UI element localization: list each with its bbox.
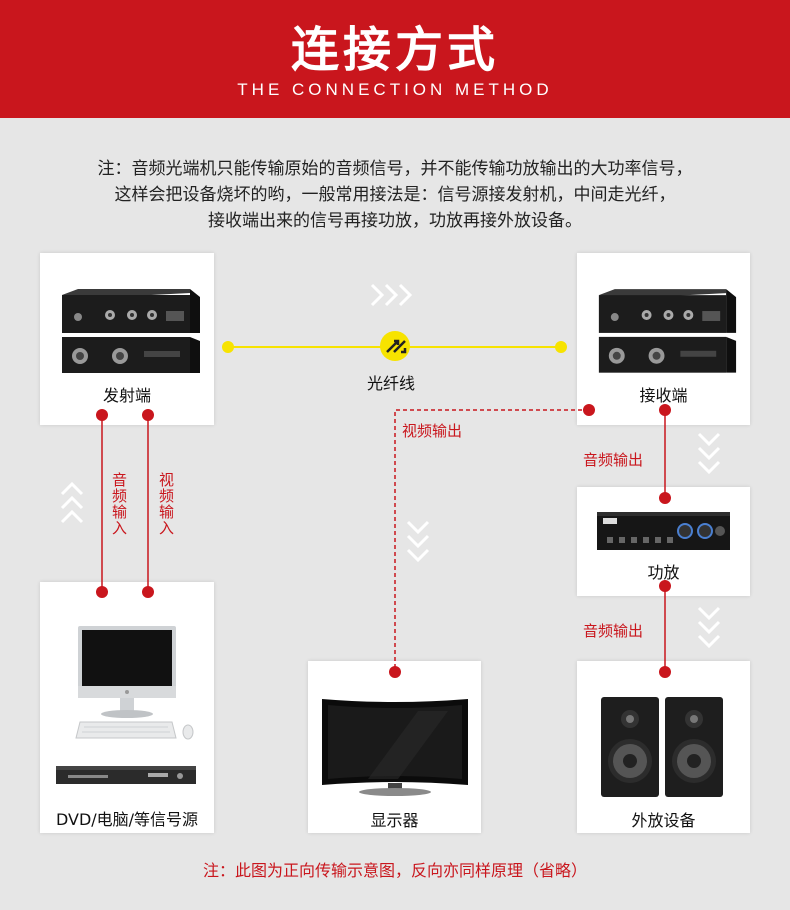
- note-line-2: 这样会把设备烧坏的哟，一般常用接法是：信号源接发射机，中间走光纤，: [114, 185, 676, 205]
- amplifier-card: 功放: [577, 487, 750, 596]
- amplifier-device-image: [597, 512, 730, 550]
- audio-output-2-chevrons: [697, 606, 721, 649]
- video-output-dot-top: [583, 404, 595, 416]
- computer-dvd-image: [56, 626, 196, 784]
- video-output-label: 视频输出: [402, 422, 463, 440]
- audio-output-2-dot-bottom: [659, 666, 671, 678]
- video-input-label: 视频输入: [157, 472, 175, 536]
- footer-note: 注：此图为正向传输示意图，反向亦同样原理（省略）: [202, 861, 587, 880]
- audio-output-2-dot-top: [659, 580, 671, 592]
- audio-output-1-label: 音频输出: [583, 451, 644, 469]
- audio-output-1-dot-top: [659, 404, 671, 416]
- audio-input-dot-top: [96, 409, 108, 421]
- audio-input-dot-bottom: [96, 586, 108, 598]
- audio-input-label: 音频输入: [110, 472, 128, 536]
- speaker-label: 外放设备: [631, 811, 696, 830]
- video-output-dot-bottom: [389, 666, 401, 678]
- receiver-card: 接收端: [577, 253, 750, 425]
- audio-output-1-chevrons: [697, 432, 721, 475]
- note-line-3: 接收端出来的信号再接功放，功放再接外放设备。: [208, 211, 582, 231]
- source-label: DVD/电脑/等信号源: [55, 810, 199, 829]
- display-card: 显示器: [308, 661, 481, 833]
- transmitter-label: 发射端: [102, 386, 151, 405]
- audio-output-2-label: 音频输出: [583, 622, 644, 640]
- fiber-end-left: [222, 341, 234, 353]
- video-input-dot-bottom: [142, 586, 154, 598]
- page-title: 连接方式: [290, 22, 499, 78]
- transmitter-card: 发射端: [40, 253, 214, 425]
- input-flow-chevrons: [60, 481, 84, 524]
- video-output-chevrons: [406, 520, 430, 563]
- amplifier-label: 功放: [647, 563, 680, 582]
- receiver-device-image: [598, 289, 737, 373]
- page-subtitle: THE CONNECTION METHOD: [237, 80, 553, 99]
- video-output-line: [394, 409, 589, 672]
- display-label: 显示器: [370, 811, 419, 830]
- fiber-flow-chevrons: [370, 283, 413, 307]
- transmitter-device-image: [62, 289, 200, 373]
- source-card: DVD/电脑/等信号源: [40, 582, 214, 833]
- receiver-label: 接收端: [639, 386, 688, 405]
- speaker-card: 外放设备: [577, 661, 750, 833]
- header-banner: 连接方式 THE CONNECTION METHOD: [0, 0, 790, 118]
- fiber-direction-icon: [380, 331, 410, 361]
- video-input-dot-top: [142, 409, 154, 421]
- fiber-end-right: [555, 341, 567, 353]
- fiber-label: 光纤线: [367, 374, 416, 393]
- speaker-image: [601, 697, 723, 797]
- note-line-1: 注：音频光端机只能传输原始的音频信号，并不能传输功放输出的大功率信号，: [97, 159, 693, 179]
- monitor-image: [322, 699, 468, 796]
- usage-note: 注：音频光端机只能传输原始的音频信号，并不能传输功放输出的大功率信号， 这样会把…: [0, 156, 790, 234]
- audio-output-1-dot-bottom: [659, 492, 671, 504]
